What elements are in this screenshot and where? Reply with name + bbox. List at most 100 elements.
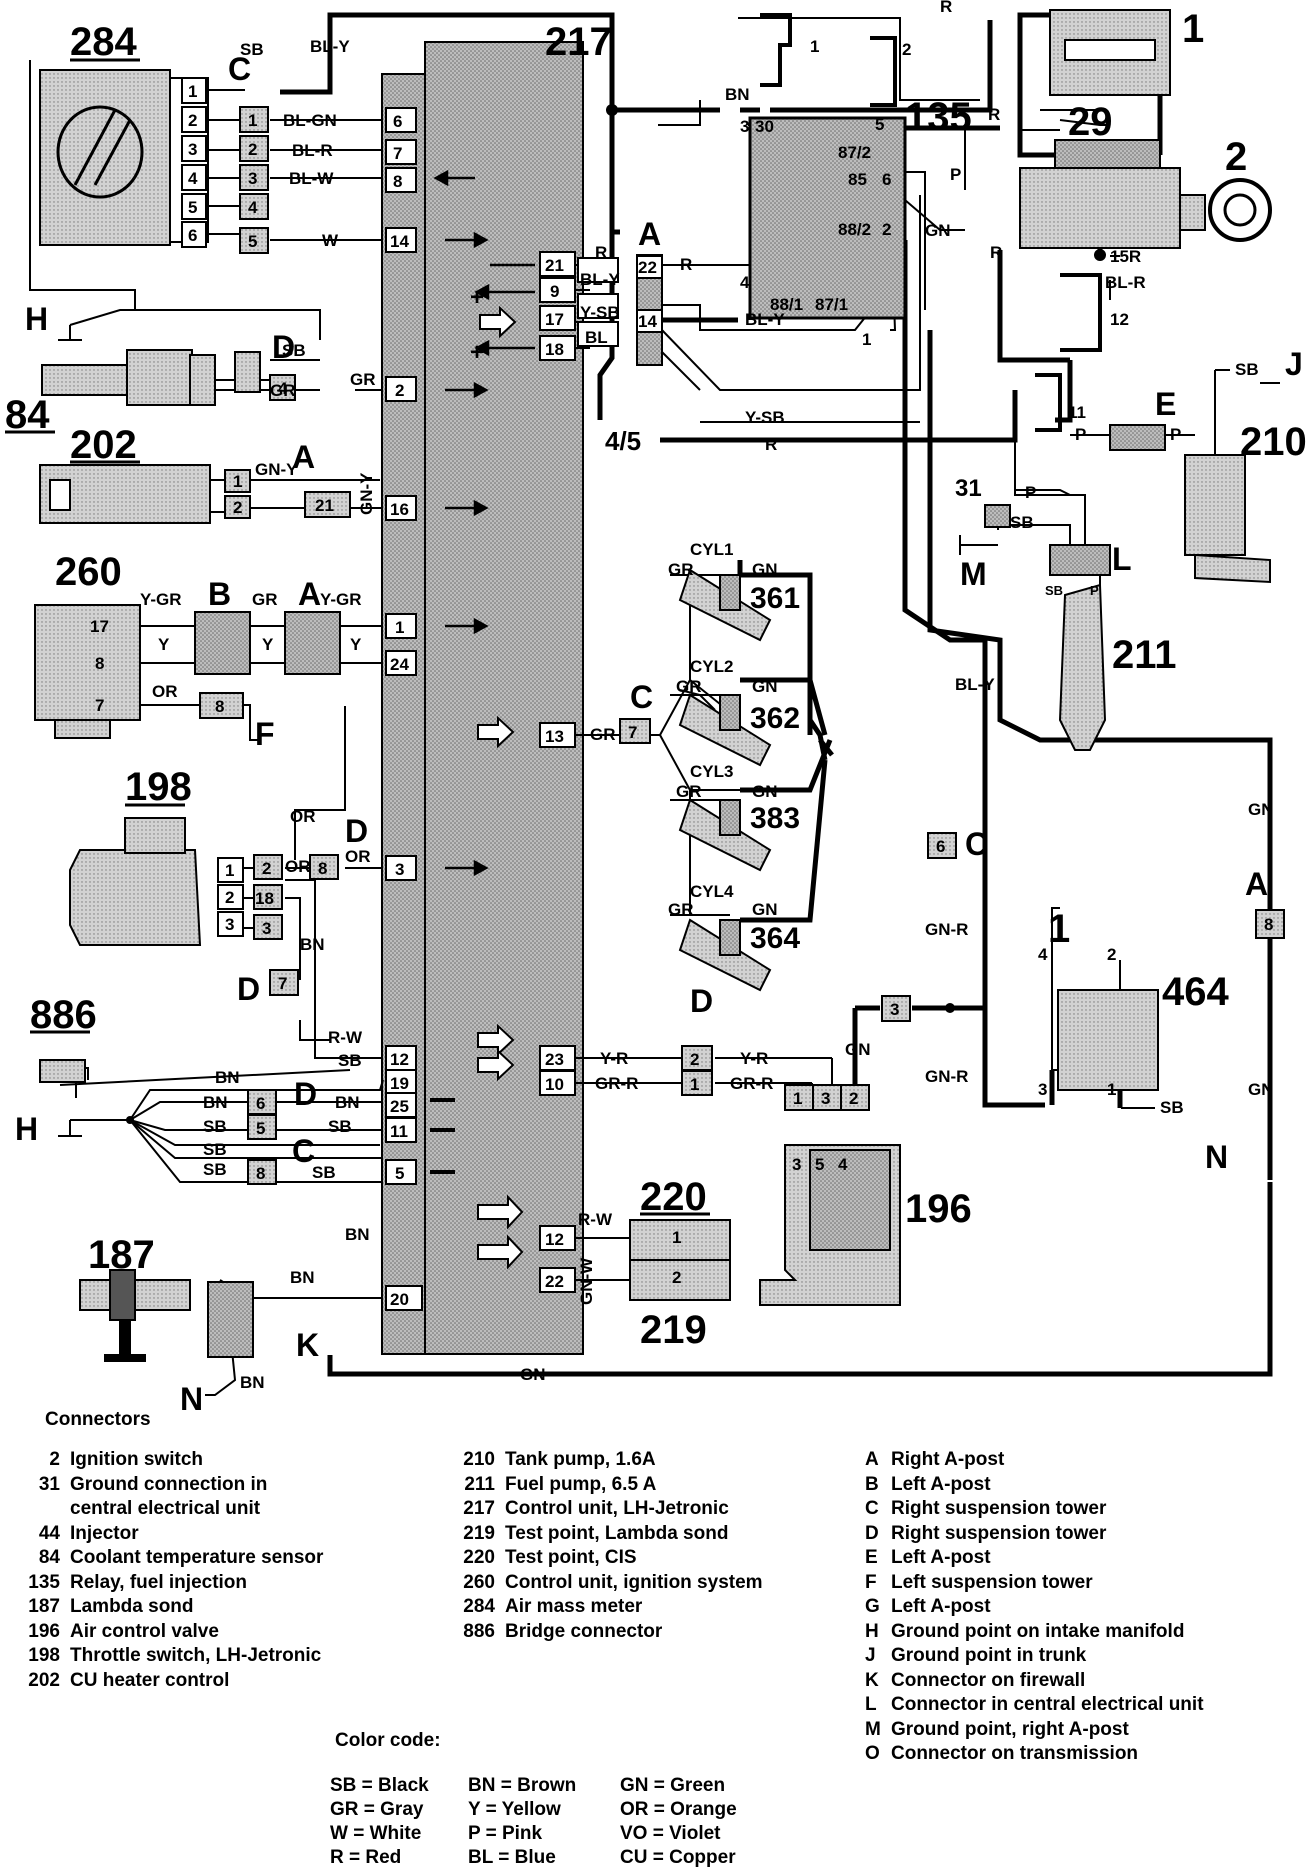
svg-text:GR-R: GR-R — [730, 1074, 773, 1093]
svg-text:BN: BN — [335, 1093, 360, 1112]
legend-item: M Ground point, right A-post — [865, 1718, 1204, 1743]
legend-text: Bridge connector — [505, 1620, 663, 1642]
legend-code: H — [865, 1620, 879, 1642]
component-31-label: 31 — [955, 475, 982, 502]
svg-text:D: D — [237, 971, 260, 1007]
cu-ground-stubs — [430, 1098, 455, 1174]
component-364-label: 364 — [750, 922, 800, 955]
svg-text:SB: SB — [1160, 1098, 1184, 1117]
color-code-entry: OR = Orange — [620, 1799, 737, 1820]
svg-text:GN: GN — [752, 560, 778, 579]
legend-code: L — [865, 1694, 877, 1715]
svg-text:7: 7 — [628, 723, 637, 742]
svg-text:3: 3 — [890, 1000, 899, 1019]
svg-text:4: 4 — [838, 1155, 848, 1174]
svg-text:1: 1 — [248, 111, 257, 130]
svg-text:4: 4 — [740, 273, 750, 292]
color-code-entry: Y = Yellow — [468, 1799, 561, 1820]
svg-text:BN: BN — [345, 1225, 370, 1244]
svg-text:10: 10 — [545, 1075, 564, 1094]
legend-code: M — [865, 1718, 881, 1740]
svg-text:D: D — [345, 813, 368, 849]
svg-text:3: 3 — [792, 1155, 801, 1174]
svg-text:C: C — [630, 679, 653, 715]
component-196-label: 196 — [905, 1187, 972, 1231]
svg-text:22: 22 — [545, 1272, 564, 1291]
legend-code: 220 — [463, 1547, 495, 1568]
svg-text:GN-Y: GN-Y — [357, 472, 376, 515]
svg-text:CYL1: CYL1 — [690, 540, 733, 559]
component-1-top-label: 1 — [1182, 7, 1204, 51]
legend-code: O — [865, 1743, 880, 1764]
svg-text:20: 20 — [390, 1290, 409, 1309]
svg-text:R: R — [595, 243, 607, 262]
legend-text: Test point, CIS — [505, 1547, 637, 1568]
svg-text:7: 7 — [278, 974, 287, 993]
svg-text:BN: BN — [203, 1093, 228, 1112]
svg-text:6: 6 — [936, 837, 945, 856]
legend-text: Relay, fuel injection — [70, 1571, 248, 1593]
legend-text: Ground point, right A-post — [891, 1718, 1129, 1740]
svg-text:5: 5 — [395, 1164, 404, 1183]
svg-text:Y-R: Y-R — [600, 1049, 628, 1068]
svg-text:GN-Y: GN-Y — [255, 460, 298, 479]
legend-code: 210 — [463, 1449, 495, 1470]
svg-text:1: 1 — [188, 82, 197, 101]
svg-text:OR: OR — [290, 807, 316, 826]
svg-text:1: 1 — [395, 618, 404, 637]
svg-text:SB: SB — [282, 341, 306, 360]
svg-text:OR: OR — [285, 857, 311, 876]
svg-text:2: 2 — [882, 220, 891, 239]
svg-text:8: 8 — [215, 697, 224, 716]
svg-text:5: 5 — [875, 115, 884, 134]
junction-dots — [126, 104, 1106, 1124]
svg-text:15R: 15R — [1110, 247, 1141, 266]
legend-text: Test point, Lambda sond — [505, 1522, 729, 1544]
component-464-label: 464 — [1162, 970, 1229, 1014]
svg-text:4: 4 — [278, 379, 288, 398]
svg-text:F: F — [255, 716, 275, 752]
component-362-label: 362 — [750, 702, 800, 735]
pin-numbers: 1 2 3 4 5 6 1 2 3 4 5 6 7 8 14 2 16 1 24… — [90, 37, 1273, 1309]
svg-text:Y-GR: Y-GR — [320, 590, 362, 609]
svg-text:8: 8 — [1264, 915, 1273, 934]
svg-text:19: 19 — [390, 1074, 409, 1093]
svg-text:6: 6 — [188, 226, 197, 245]
legend-text: Connector in central electrical unit — [891, 1694, 1204, 1715]
svg-text:BN: BN — [300, 935, 325, 954]
svg-text:BL-Y: BL-Y — [955, 675, 995, 694]
color-code-entry: CU = Copper — [620, 1847, 736, 1868]
svg-text:D: D — [272, 329, 295, 365]
component-217-label: 217 — [545, 20, 612, 64]
svg-text:J: J — [1285, 346, 1303, 382]
svg-text:3: 3 — [225, 915, 234, 934]
component-84-label: 84 — [5, 393, 50, 437]
svg-text:16: 16 — [390, 500, 409, 519]
legend-text: Injector — [70, 1522, 139, 1544]
legend-code: 187 — [28, 1596, 60, 1617]
legend-code: 284 — [463, 1596, 495, 1617]
svg-text:GN: GN — [845, 1040, 871, 1059]
svg-text:17: 17 — [90, 617, 109, 636]
svg-text:R: R — [988, 105, 1000, 124]
color-code-entry: BL = Blue — [468, 1847, 556, 1868]
svg-text:SB: SB — [1010, 513, 1034, 532]
legend-text: Coolant temperature sensor — [70, 1547, 324, 1568]
svg-text:18: 18 — [545, 340, 564, 359]
svg-text:8: 8 — [318, 859, 327, 878]
svg-text:BN: BN — [725, 85, 750, 104]
svg-text:12: 12 — [1110, 310, 1129, 329]
svg-text:14: 14 — [638, 312, 657, 331]
svg-text:+: + — [470, 284, 484, 311]
legend-text: Right suspension tower — [891, 1498, 1107, 1519]
svg-text:SB: SB — [203, 1140, 227, 1159]
svg-text:3: 3 — [262, 919, 271, 938]
